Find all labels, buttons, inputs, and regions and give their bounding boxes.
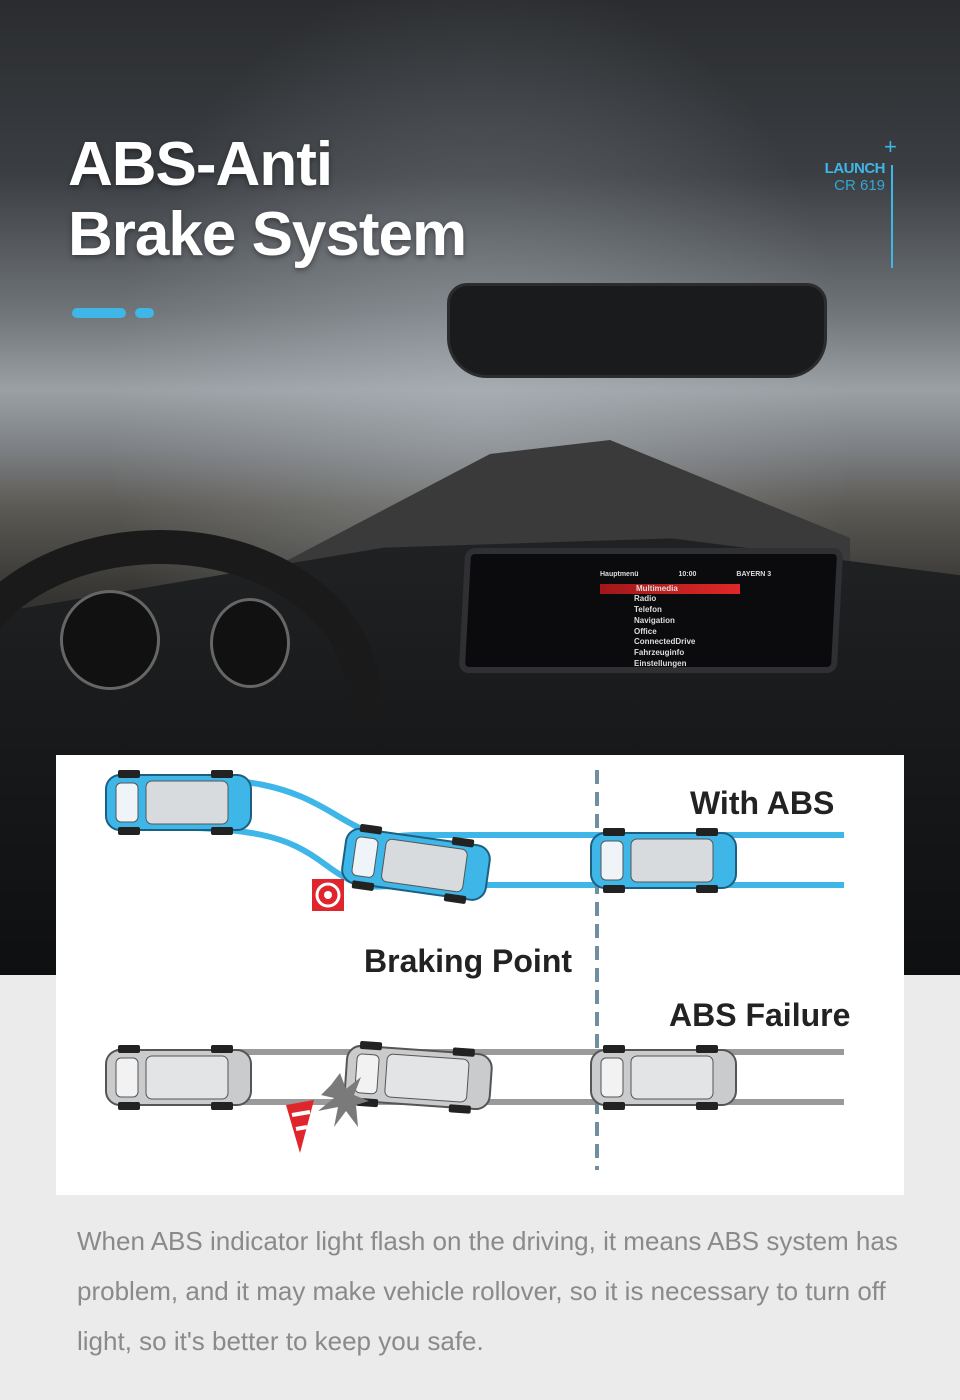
page-title: ABS-Anti Brake System [68, 130, 467, 270]
crash-star-icon [318, 1073, 369, 1127]
car-failure-3 [590, 1044, 737, 1111]
menu-item: Einstellungen [634, 658, 687, 668]
car-abs-3 [590, 827, 737, 894]
menu-station: BAYERN 3 [736, 571, 772, 578]
abs-failure-label: ABS Failure [669, 997, 851, 1033]
menu-item: Navigation [634, 615, 675, 625]
menu-header: Hauptmenü [600, 571, 639, 578]
plus-icon: + [884, 134, 897, 159]
menu-item: Office [634, 626, 657, 636]
brand-name: LAUNCH [824, 160, 886, 177]
with-abs-label: With ABS [690, 785, 835, 821]
rearview-mirror [447, 283, 827, 378]
target-icon [312, 879, 344, 911]
description-text: When ABS indicator light flash on the dr… [77, 1226, 898, 1356]
title-line-1: ABS-Anti [68, 130, 333, 199]
brand-model: CR 619 [834, 177, 885, 194]
braking-point-label: Braking Point [364, 943, 573, 979]
accent-dot [135, 308, 154, 318]
brand-block: LAUNCH CR 619 [824, 160, 886, 194]
accent-bar [72, 308, 126, 318]
menu-item: Multimedia [600, 583, 740, 595]
brand-divider [891, 165, 893, 268]
menu-item: ConnectedDrive [634, 637, 696, 647]
menu-item: Telefon [634, 605, 662, 615]
traffic-cone-icon [286, 1100, 314, 1153]
car-failure-1 [105, 1044, 252, 1111]
car-abs-1 [105, 769, 252, 836]
car-failure-2 [342, 1039, 494, 1116]
title-line-2: Brake System [68, 200, 467, 269]
menu-time: 10:00 [678, 571, 697, 578]
abs-diagram: With ABS Braking Point ABS Failure [56, 755, 904, 1195]
menu-item: Radio [634, 594, 657, 604]
menu-item: Fahrzeuginfo [634, 647, 685, 657]
